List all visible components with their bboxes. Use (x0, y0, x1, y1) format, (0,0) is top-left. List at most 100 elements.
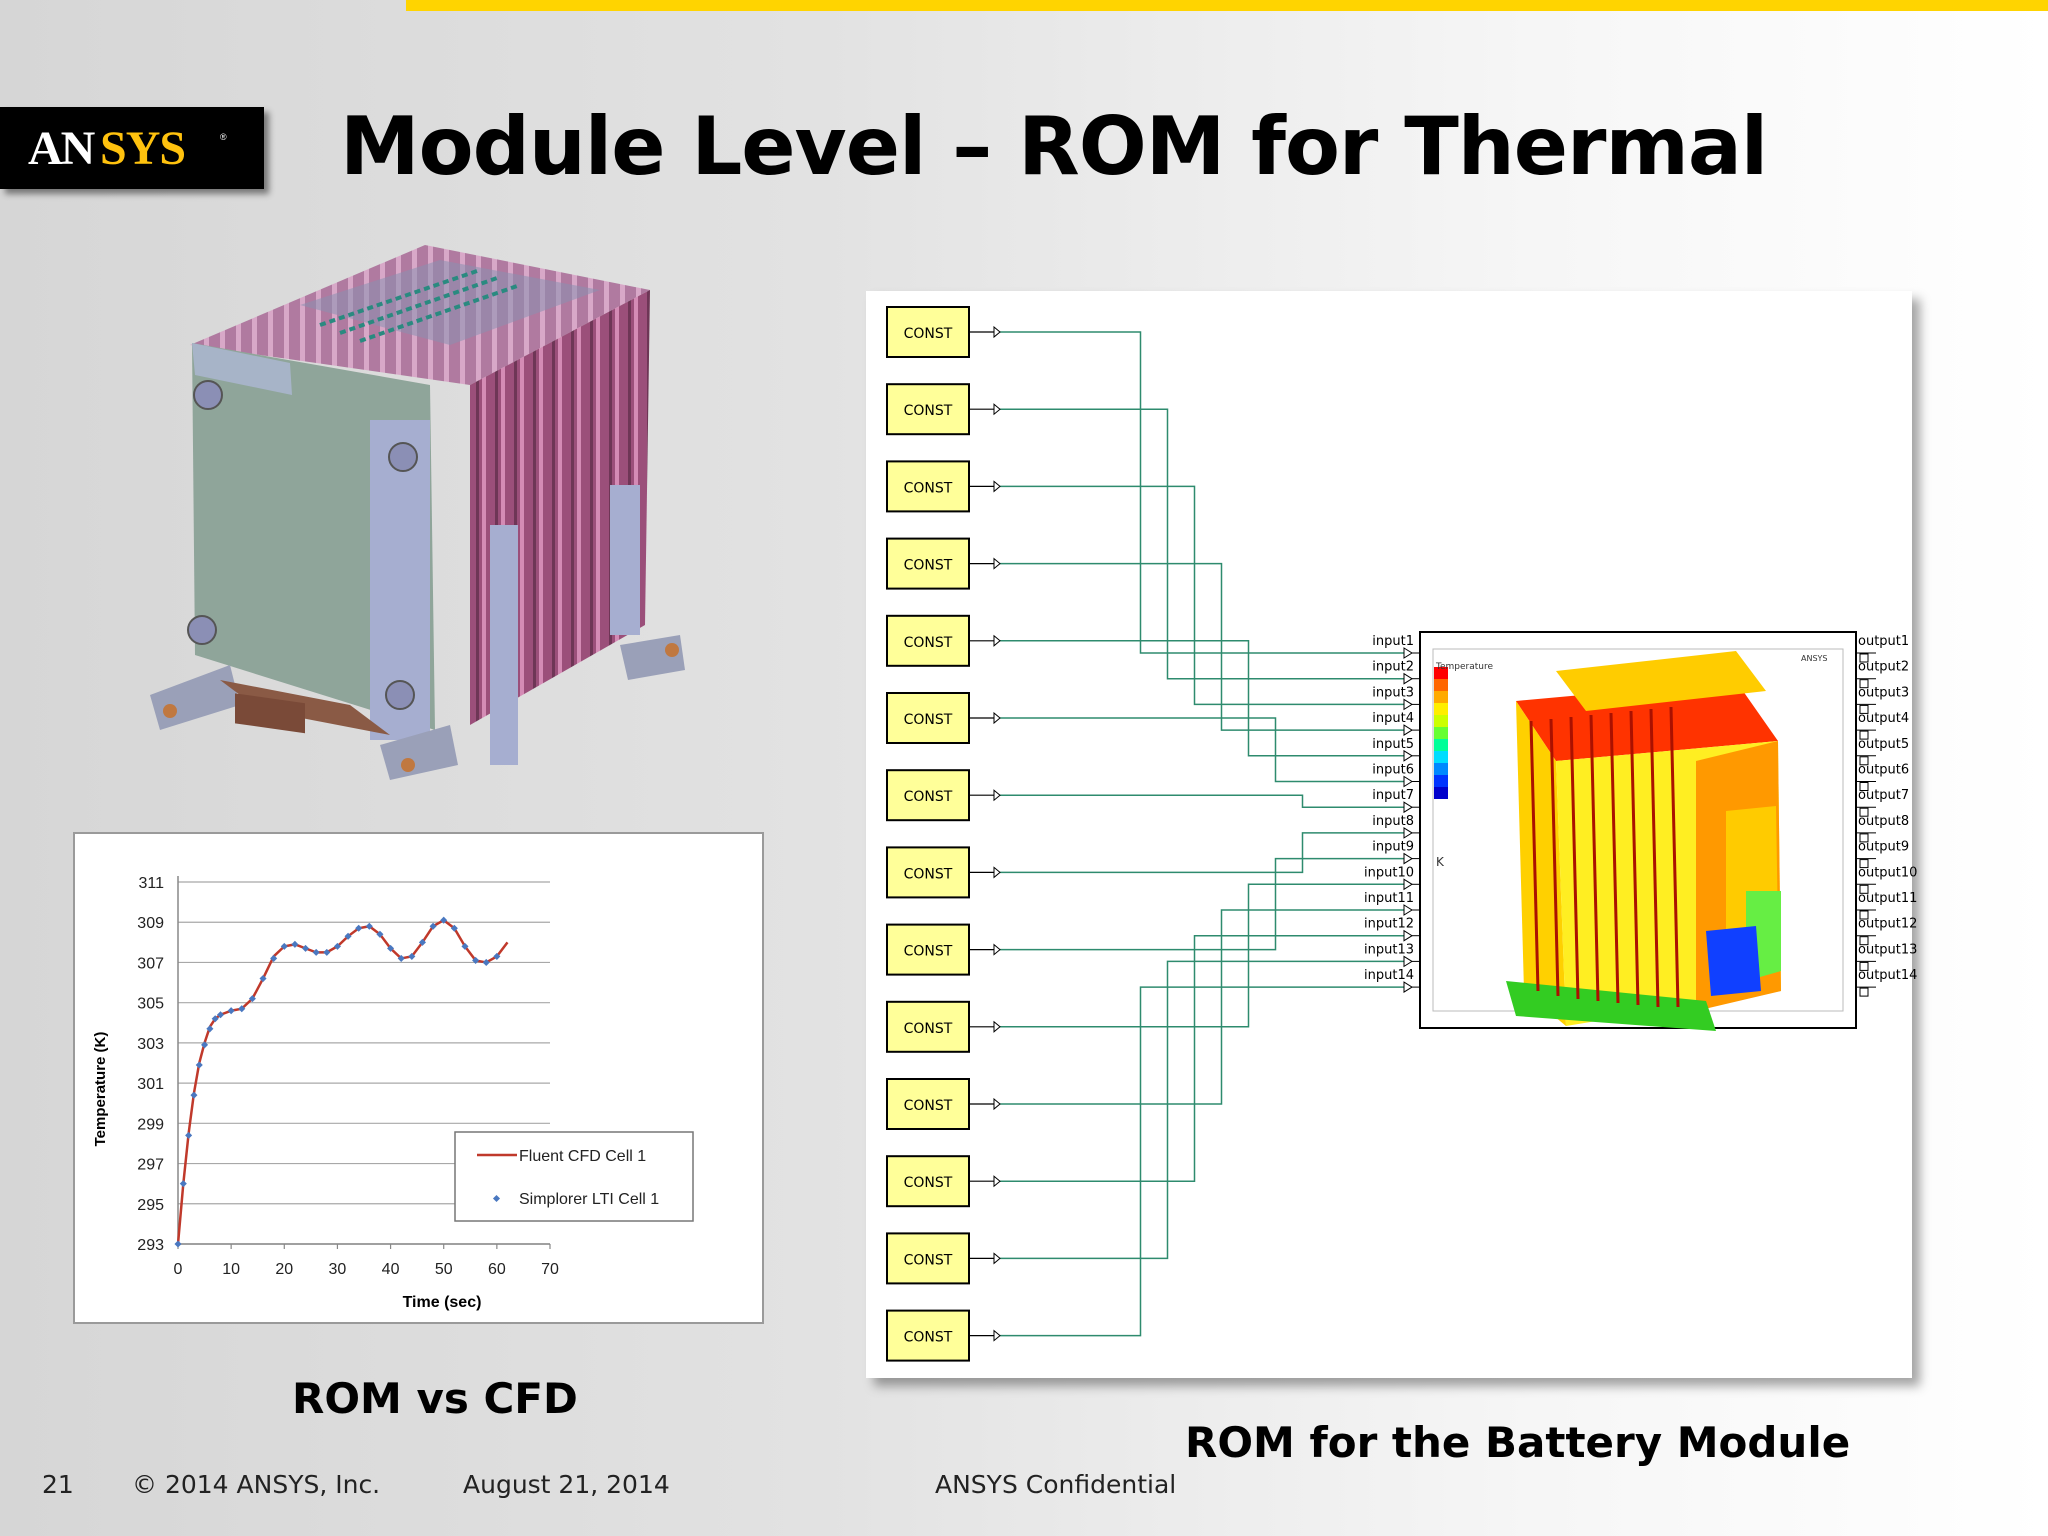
input-port[interactable]: input4 (1372, 711, 1420, 737)
const-block[interactable]: CONST (886, 923, 1001, 976)
output-port[interactable]: output5 (1856, 737, 1909, 766)
input-port[interactable]: input13 (1364, 942, 1420, 968)
output-port-label: output12 (1858, 917, 1917, 932)
const-block[interactable]: CONST (886, 692, 1001, 744)
series-point-lti (259, 974, 267, 983)
top-accent-bar (406, 0, 2048, 11)
input-port[interactable]: input14 (1364, 968, 1420, 994)
output-port[interactable]: output7 (1856, 788, 1909, 817)
series-point-lti (429, 922, 437, 930)
input-port[interactable]: input5 (1372, 737, 1420, 762)
const-block[interactable]: CONST (886, 1078, 1001, 1130)
series-point-lti (344, 932, 352, 940)
const-block[interactable]: CONST (886, 1000, 1001, 1053)
const-label: CONST (904, 558, 953, 574)
const-label: CONST (904, 403, 953, 419)
const-block[interactable]: CONST (886, 1309, 1001, 1362)
output-port-label: output6 (1858, 763, 1909, 778)
input-port[interactable]: input7 (1372, 788, 1420, 814)
const-block[interactable]: CONST (886, 306, 1001, 358)
series-point-lti (312, 948, 320, 956)
output-port[interactable]: output1 (1856, 634, 1909, 663)
series-point-lti (216, 1011, 225, 1019)
input-port-label: input7 (1372, 788, 1414, 803)
output-port[interactable]: output4 (1856, 711, 1909, 740)
chart-x-tick-label: 50 (435, 1261, 453, 1278)
const-block[interactable]: CONST (886, 1155, 1001, 1208)
const-label: CONST (904, 1330, 953, 1346)
const-block[interactable]: CONST (886, 1232, 1001, 1285)
input-port-label: input10 (1364, 865, 1414, 880)
series-point-lti (472, 956, 480, 964)
input-port[interactable]: input10 (1364, 865, 1420, 891)
output-port-label: output8 (1858, 814, 1909, 829)
const-block[interactable]: CONST (886, 537, 1001, 590)
const-block[interactable]: CONST (886, 769, 1001, 822)
series-point-lti (365, 922, 373, 930)
input-port[interactable]: input8 (1372, 814, 1420, 839)
input-port[interactable]: input11 (1364, 891, 1420, 916)
output-port[interactable]: output2 (1856, 660, 1909, 689)
ansys-logo: AN SYS ® (0, 107, 264, 189)
const-label: CONST (904, 1252, 953, 1268)
const-block[interactable]: CONST (886, 460, 1001, 513)
slide-title: Module Level – ROM for Thermal (340, 100, 1768, 193)
chart-y-tick-label: 295 (137, 1197, 164, 1214)
svg-text:K: K (1436, 855, 1445, 869)
series-point-lti (174, 1240, 182, 1248)
input-port[interactable]: input9 (1372, 840, 1420, 865)
series-point-lti (238, 1005, 246, 1013)
input-port-label: input14 (1364, 968, 1414, 983)
const-block[interactable]: CONST (886, 614, 1001, 667)
input-port[interactable]: input3 (1372, 685, 1420, 711)
input-port[interactable]: input1 (1372, 634, 1420, 659)
output-port-label: output11 (1858, 891, 1917, 906)
output-port[interactable]: output10 (1856, 865, 1917, 894)
schematic-wire (1000, 485, 1404, 706)
const-label: CONST (904, 480, 953, 496)
const-label: CONST (904, 944, 953, 960)
output-port[interactable]: output13 (1856, 942, 1917, 971)
page-number: 21 (42, 1470, 74, 1499)
output-port[interactable]: output11 (1856, 891, 1917, 920)
series-point-lti (450, 924, 458, 932)
const-label: CONST (904, 635, 953, 651)
chart-x-tick-label: 0 (174, 1261, 183, 1278)
battery-module-image (150, 245, 685, 780)
caption-rom-battery-module: ROM for the Battery Module (1185, 1418, 1851, 1467)
chart-y-tick-label: 297 (137, 1157, 164, 1174)
chart-x-tick-label: 20 (275, 1261, 293, 1278)
temperature-color-legend (1434, 667, 1448, 799)
series-point-lti (376, 930, 384, 938)
chart-y-tick-label: 299 (137, 1116, 164, 1133)
chart-y-tick-label: 303 (137, 1036, 164, 1053)
series-point-lti (482, 958, 490, 966)
output-port[interactable]: output6 (1856, 763, 1909, 791)
input-port-label: input4 (1372, 711, 1414, 726)
series-point-lti (440, 916, 448, 924)
schematic-wire (1000, 857, 1404, 951)
chart-x-axis-label: Time (sec) (403, 1294, 482, 1311)
const-block[interactable]: CONST (886, 846, 1001, 899)
const-label: CONST (904, 1175, 953, 1191)
input-port[interactable]: input6 (1372, 763, 1420, 788)
input-port[interactable]: input12 (1364, 917, 1420, 942)
chart-y-tick-label: 293 (137, 1237, 164, 1254)
const-block[interactable]: CONST (886, 383, 1001, 436)
output-port-label: output13 (1858, 942, 1917, 957)
svg-text:ANSYS: ANSYS (1801, 654, 1828, 663)
output-port[interactable]: output14 (1856, 968, 1917, 997)
input-port-label: input2 (1372, 660, 1414, 675)
output-port-label: output1 (1858, 634, 1909, 649)
input-port-label: input13 (1364, 942, 1414, 957)
legend-label-cfd: Fluent CFD Cell 1 (519, 1148, 646, 1165)
const-label: CONST (904, 1098, 953, 1114)
schematic-wire (1000, 331, 1404, 654)
output-port[interactable]: output3 (1856, 685, 1909, 714)
output-port[interactable]: output9 (1856, 840, 1909, 869)
series-point-lti (185, 1131, 193, 1139)
output-port[interactable]: output12 (1856, 917, 1917, 946)
output-port-label: output4 (1858, 711, 1909, 726)
output-port[interactable]: output8 (1856, 814, 1909, 843)
input-port[interactable]: input2 (1372, 660, 1420, 685)
